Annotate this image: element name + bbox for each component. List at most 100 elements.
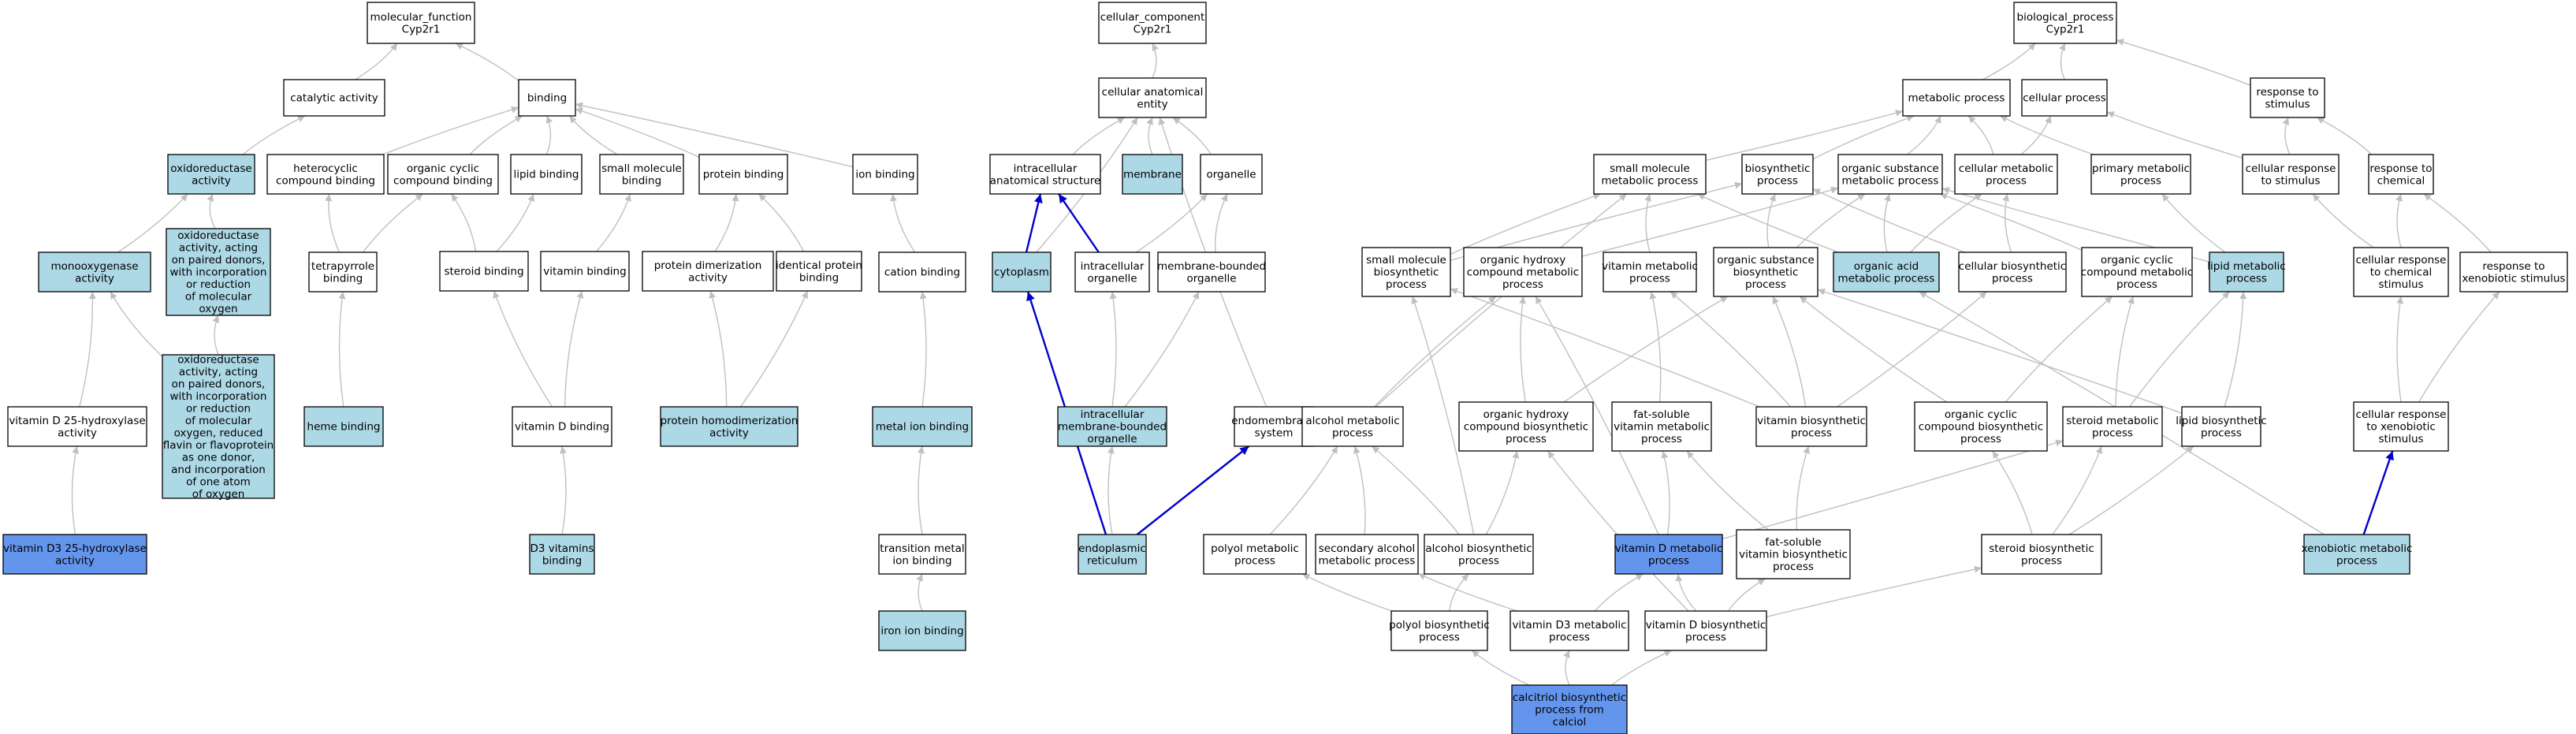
node-heme_binding[interactable]: heme binding xyxy=(303,406,384,447)
node-orgcyc_meta-label-line: compound metabolic xyxy=(2081,266,2193,279)
node-orghydroxy_meta-label-line: organic hydroxy xyxy=(1480,254,1566,266)
node-lipid_binding[interactable]: lipid binding xyxy=(510,154,583,195)
node-protein_homodimer-label-line: activity xyxy=(709,427,749,439)
node-orgacid_meta-box xyxy=(1833,251,1940,292)
node-oxido_flavin-label-line: with incorporation xyxy=(170,390,267,403)
node-ion_binding[interactable]: ion binding xyxy=(852,154,918,195)
node-protein_homodimer-box xyxy=(660,406,798,447)
node-protein_binding[interactable]: protein binding xyxy=(698,154,788,195)
node-mf-label-line: molecular_function xyxy=(370,11,472,24)
node-membrane[interactable]: membrane xyxy=(1122,154,1183,195)
node-organelle[interactable]: organelle xyxy=(1200,154,1263,195)
edge-steroid_bio-to-lipid_bio xyxy=(2068,445,2194,535)
node-metabolic[interactable]: metabolic process xyxy=(1902,79,2011,117)
node-steroid_binding[interactable]: steroid binding xyxy=(439,251,529,292)
node-vitd_bio-label-line: process xyxy=(1685,631,1726,643)
node-cytoplasm[interactable]: cytoplasm xyxy=(992,251,1052,292)
edge-alcohol_meta-to-orghydroxy_meta xyxy=(1374,296,1497,408)
edge-orgsub_bio-to-orgsub_meta xyxy=(1796,193,1866,248)
node-cation_binding[interactable]: cation binding xyxy=(878,251,966,292)
node-intracell_organelle-box xyxy=(1074,251,1150,292)
node-protein_dimer-box xyxy=(642,251,774,292)
node-oxido_paired-label-line: with incorporation xyxy=(170,266,267,279)
node-catalytic[interactable]: catalytic activity xyxy=(283,79,385,117)
node-resp_xeno-label-line: response to xyxy=(2482,260,2544,273)
edge-cell_anat-to-cc xyxy=(1152,43,1159,79)
node-iron_ion[interactable]: iron ion binding xyxy=(878,610,966,651)
node-cell_resp_chem-label-line: to chemical xyxy=(2370,266,2432,279)
node-vitd_binding[interactable]: vitamin D binding xyxy=(512,406,612,447)
edge-vitamin_meta-to-smallmol_meta xyxy=(1644,193,1651,253)
node-binding[interactable]: binding xyxy=(518,79,576,117)
node-vitamin_binding[interactable]: vitamin binding xyxy=(540,251,630,292)
node-metal_ion[interactable]: metal ion binding xyxy=(872,406,973,447)
edge-cellular_process-to-bp xyxy=(2058,43,2066,80)
node-oxido_flavin-label-line: activity, acting xyxy=(179,366,258,378)
node-cellular_process[interactable]: cellular process xyxy=(2021,79,2108,117)
node-cc-label-line: cellular_component xyxy=(1100,11,1204,24)
